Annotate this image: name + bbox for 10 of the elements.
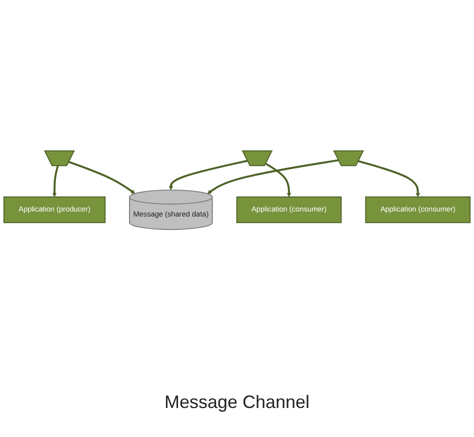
arrow (52, 165, 59, 197)
arrow (207, 159, 339, 194)
node-trapezoid (242, 150, 273, 166)
node-trapezoid (333, 150, 364, 166)
arrow (168, 160, 248, 190)
node-trapezoid (44, 150, 75, 166)
arrow (68, 160, 136, 194)
arrow (265, 162, 292, 197)
caption: Message Channel (164, 392, 310, 412)
arrow (358, 160, 420, 197)
